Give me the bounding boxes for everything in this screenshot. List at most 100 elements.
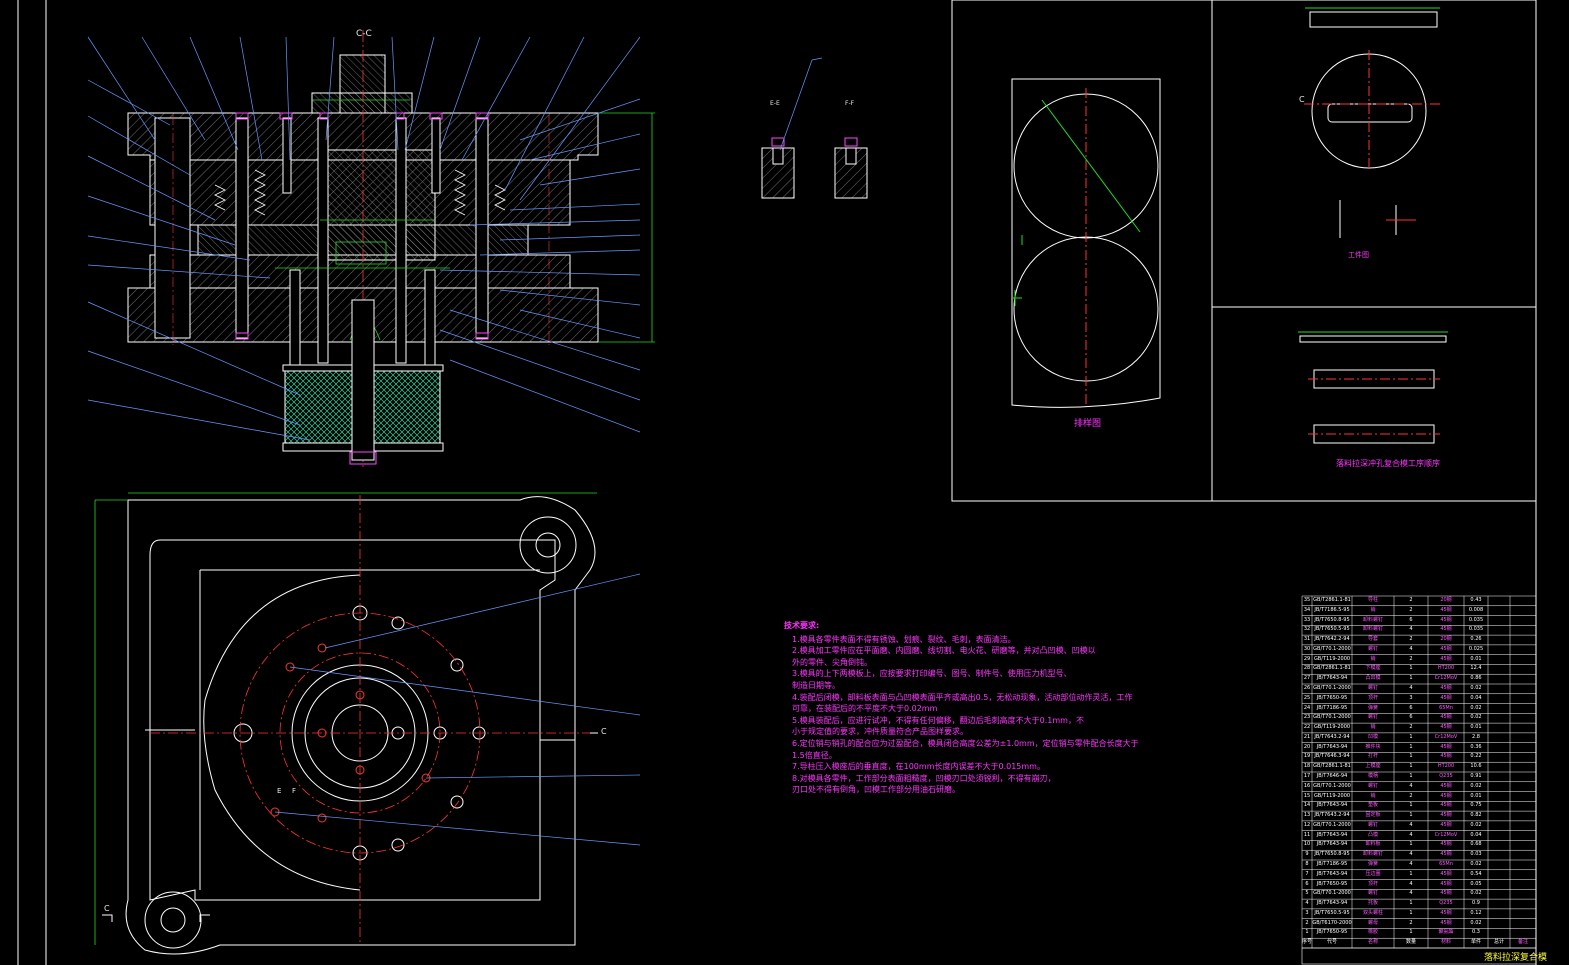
bom-cell: 4	[1409, 851, 1413, 858]
bom-cell: 17	[1303, 773, 1311, 779]
bom-cell: 凸模	[1367, 831, 1378, 838]
bom-cell: 34	[1303, 606, 1311, 613]
bom-cell	[1488, 831, 1510, 841]
bom-cell: 螺钉	[1367, 645, 1378, 652]
bom-cell: 双头螺柱	[1362, 909, 1383, 916]
bom-cell: GB/T70.1-2000	[1313, 821, 1351, 828]
bom-cell: 26	[1303, 685, 1311, 691]
bom-cell	[1510, 733, 1536, 743]
bom-cell: 6	[1409, 714, 1413, 721]
bom-cell: 33	[1303, 616, 1311, 623]
bom-cell	[1510, 870, 1536, 880]
bom-cell: 4	[1409, 880, 1413, 887]
bom-cell: 卸料螺钉	[1362, 616, 1383, 623]
bom-cell	[1510, 655, 1536, 665]
cut-mark-c-right: C	[601, 727, 607, 736]
bom-cell	[1488, 616, 1510, 626]
bom-cell	[1488, 723, 1510, 733]
tech-note-line: 外的零件、尖角倒钝。	[792, 657, 872, 667]
bom-cell: 10.6	[1470, 763, 1482, 770]
bom-cell: Cr12MoV	[1434, 733, 1458, 740]
bom-cell	[1488, 645, 1510, 655]
bom-cell: 10	[1303, 841, 1311, 848]
bom-cell: JB/T7650-95	[1316, 694, 1348, 701]
bom-cell: 1	[1409, 665, 1413, 672]
bom-cell: 1	[1409, 812, 1413, 819]
bom-cell	[1488, 899, 1510, 909]
bom-cell: 螺钉	[1367, 714, 1378, 721]
bom-cell: JB/T7650-95	[1316, 880, 1348, 887]
bom-cell: GB/T2861.1-81	[1313, 763, 1351, 770]
blank-layout-view	[1011, 78, 1161, 408]
bom-cell: 65Mn	[1439, 704, 1453, 711]
bom-cell	[1488, 694, 1510, 704]
bom-cell: 弹簧	[1367, 704, 1378, 711]
bom-cell	[1510, 880, 1536, 890]
bom-cell	[1488, 762, 1510, 772]
bom-cell: 1	[1409, 733, 1413, 740]
bom-cell: 35	[1303, 597, 1311, 603]
bom-cell: 45钢	[1440, 753, 1452, 760]
bom-cell: 2	[1409, 792, 1413, 799]
bom-cell: 12.4	[1470, 665, 1482, 672]
bom-cell: JB/T7650.5-95	[1314, 626, 1350, 633]
bom-cell	[1488, 733, 1510, 743]
sheet-frame	[17, 0, 1537, 965]
bom-cell: 20	[1303, 743, 1311, 750]
bom-cell: 0.05	[1470, 880, 1482, 887]
bom-cell: GB/T119-2000	[1313, 792, 1351, 799]
bom-cell: 4	[1409, 831, 1413, 838]
bom-cell: 45钢	[1440, 714, 1452, 721]
bom-cell: 0.02	[1470, 890, 1482, 897]
bom-cell: GB/T70.1-2000	[1313, 685, 1351, 691]
bom-cell: 45钢	[1440, 880, 1452, 887]
bom-cell: 1	[1409, 929, 1413, 936]
bom-cell: 29	[1303, 655, 1311, 662]
bom-cell: 1	[1409, 675, 1413, 682]
cut-mark-f: F	[292, 787, 297, 795]
bom-cell: 0.01	[1470, 724, 1482, 731]
bom-cell: 模柄	[1367, 773, 1378, 779]
bom-cell	[1510, 801, 1536, 811]
bom-cell: 45钢	[1440, 890, 1452, 897]
tech-note-line: 3.模具的上下两模板上，应按要求打印编号、图号、制件号、使用压力机型号、	[792, 669, 1072, 679]
tech-note-line: 8.对模具各零件，工作部分表面粗糙度，凹模刃口处须锐利，不得有崩刃，	[792, 773, 1056, 783]
bom-cell: 5	[1305, 890, 1309, 897]
bom-cell: GB/T70.1-2000	[1313, 645, 1351, 652]
bom-cell	[1510, 928, 1536, 938]
assembly-section-view	[87, 30, 655, 470]
bom-cell: 45钢	[1440, 694, 1452, 701]
bom-cell: 4	[1305, 900, 1309, 907]
bom-cell: 30	[1303, 645, 1311, 652]
bom-cell	[1510, 664, 1536, 674]
bom-cell: 4	[1409, 861, 1413, 867]
bom-cell	[1510, 694, 1536, 704]
bom-cell	[1510, 616, 1536, 626]
bom-cell	[1488, 840, 1510, 850]
bom-cell: HT200	[1437, 665, 1455, 672]
bom-cell: JB/T7650.8-95	[1314, 851, 1350, 858]
blank-layout-caption: 排样图	[1074, 419, 1102, 429]
bom-cell	[1488, 743, 1510, 753]
bom-cell: 28	[1303, 665, 1311, 672]
bom-cell: 6	[1305, 880, 1309, 887]
bom-cell: 压边圈	[1365, 870, 1381, 877]
bom-cell: Cr12MoV	[1434, 831, 1458, 838]
bom-cell: 23	[1303, 714, 1311, 721]
tech-note-line: 可靠，在装配后的不平度不大于0.02mm	[792, 704, 938, 714]
bom-cell: JB/T7643-94	[1316, 900, 1348, 907]
bom-cell	[1510, 762, 1536, 772]
bom-cell: GB/T70.1-2000	[1313, 714, 1351, 721]
bom-cell: JB/T7643-94	[1316, 802, 1348, 809]
plan-view-lower-die	[94, 492, 641, 955]
tech-note-line: 1.模具各零件表面不得有锈蚀、划痕、裂纹、毛刺，表面清洁。	[792, 634, 1016, 644]
bom-cell	[1510, 919, 1536, 929]
bom-cell: 2.8	[1472, 733, 1480, 740]
bom-cell: 31	[1303, 636, 1311, 643]
